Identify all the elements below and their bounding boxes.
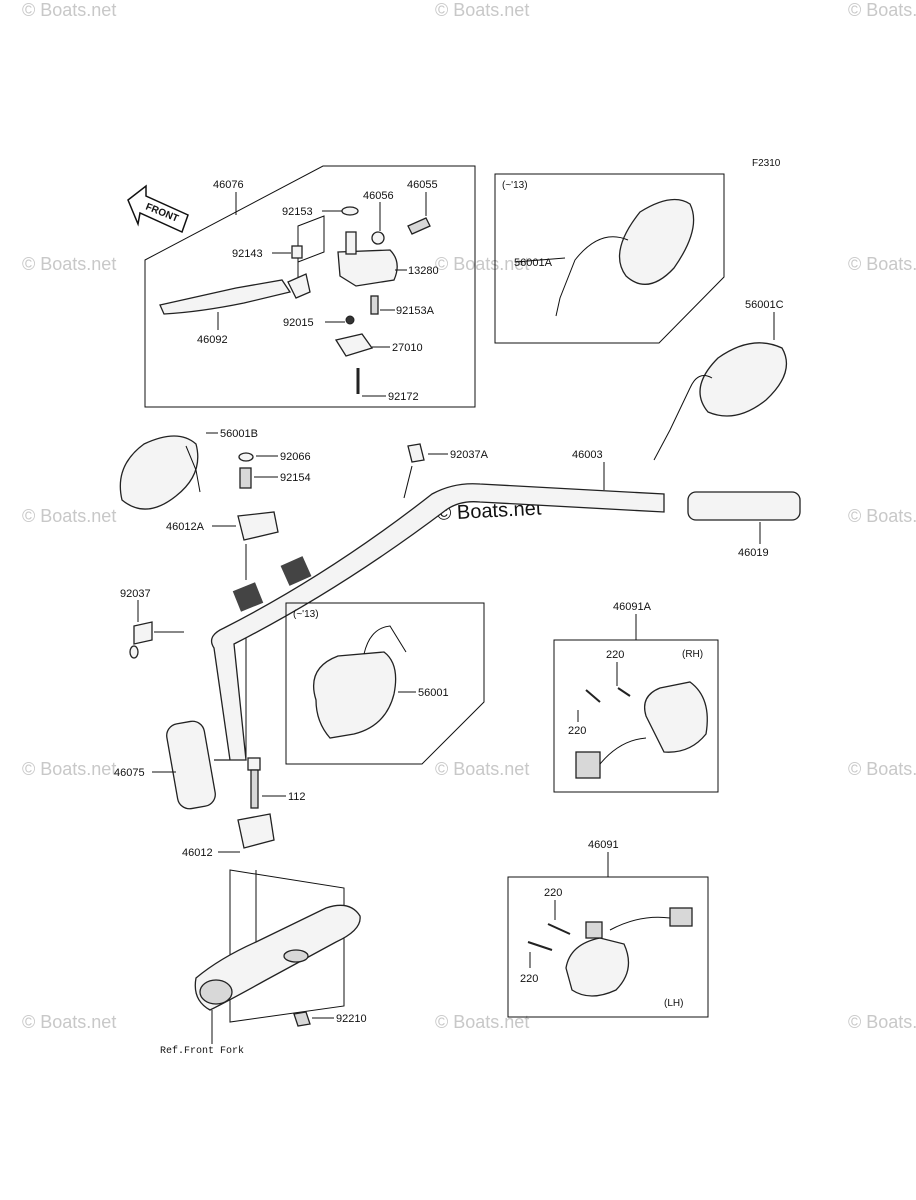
- part-label-92154: 92154: [280, 472, 311, 484]
- clutch-lever-shape: [159, 279, 292, 315]
- part-label-56001B: 56001B: [220, 428, 258, 440]
- watermark: © Boats.net: [435, 1012, 529, 1032]
- part-label-46055: 46055: [407, 179, 438, 191]
- part-label-46056: 46056: [363, 190, 394, 202]
- part-label-46091A: 46091A: [613, 601, 652, 613]
- part-label-27010: 27010: [392, 342, 423, 354]
- watermark: © Boats.net: [848, 1012, 916, 1032]
- clamp-46012-shape: [237, 813, 275, 849]
- watermark: © Boats.net: [435, 254, 529, 274]
- part-label-112: 112: [288, 791, 306, 803]
- watermark: © Boats.net: [848, 759, 916, 779]
- part-label-56001C: 56001C: [745, 299, 784, 311]
- note-lh: (LH): [664, 998, 683, 1009]
- part-label-56001A: 56001A: [514, 257, 553, 269]
- handlebar-group: 46003: [210, 449, 665, 761]
- part-label-56001: 56001: [418, 687, 449, 699]
- lever-holder-shape: [337, 249, 398, 287]
- part-label-92153A: 92153A: [396, 305, 435, 317]
- part-label-92143: 92143: [232, 248, 263, 260]
- ref-front-fork-label: Ref.Front Fork: [160, 1045, 244, 1057]
- mirror-56001B-group: 56001B: [119, 428, 258, 510]
- part-label-220: 220: [520, 973, 538, 985]
- part-label-92210: 92210: [336, 1013, 367, 1025]
- part-label-92153: 92153: [282, 206, 313, 218]
- figure-code: F2310: [752, 158, 781, 169]
- watermark: © Boats.net: [435, 759, 529, 779]
- part-label-220: 220: [544, 887, 562, 899]
- watermark: © Boats.net: [22, 1012, 116, 1032]
- watermark: © Boats.net: [22, 506, 116, 526]
- watermark: © Boats.net: [435, 0, 529, 20]
- note-upto13: (~'13): [293, 609, 319, 620]
- watermark: © Boats.net: [22, 254, 116, 274]
- switch-lh-group: 46091 (LH) 220 220: [507, 839, 709, 1018]
- watermark: © Boats.net: [22, 759, 116, 779]
- triple-clamp-group: Ref.Front Fork: [160, 869, 361, 1057]
- part-label-92015: 92015: [283, 317, 314, 329]
- watermark: © Boats.net: [848, 0, 916, 20]
- clamp-46012A-shape: [237, 511, 279, 541]
- note-rh: (RH): [682, 649, 703, 660]
- part-label-46012: 46012: [182, 847, 213, 859]
- part-label-220: 220: [568, 725, 586, 737]
- triple-clamp-shape: [194, 904, 361, 1011]
- part-label-46003: 46003: [572, 449, 603, 461]
- part-label-46076: 46076: [213, 179, 244, 191]
- handlebar-shape: [210, 483, 665, 761]
- part-label-92037A: 92037A: [450, 449, 489, 461]
- front-arrow-icon: FRONT: [127, 184, 189, 234]
- mirror-56001C-group: 56001C: [653, 299, 788, 461]
- part-label-92037: 92037: [120, 588, 151, 600]
- part-label-46075: 46075: [114, 767, 145, 779]
- mirror-box-upto13-b: (~'13) 56001: [285, 602, 485, 765]
- part-label-46019: 46019: [738, 547, 769, 559]
- holder-pin-shape: [345, 231, 357, 255]
- note-upto13: (~'13): [502, 180, 528, 191]
- watermark: © Boats.net: [22, 0, 116, 20]
- lever-assembly-group: 46076 46092 13280 92153 92143 46056 4605…: [144, 165, 476, 408]
- switch-rh-group: 46091A (RH) 220 220: [553, 601, 719, 793]
- watermark: © Boats.net: [848, 254, 916, 274]
- part-label-92066: 92066: [280, 451, 311, 463]
- part-label-220: 220: [606, 649, 624, 661]
- part-label-46092: 46092: [197, 334, 228, 346]
- grip-46075-shape: [166, 720, 216, 810]
- grip-46019-shape: [687, 491, 801, 521]
- part-label-92172: 92172: [388, 391, 419, 403]
- watermark: © Boats.net: [848, 506, 916, 526]
- mirror-56001-shape: [312, 651, 397, 739]
- part-label-13280: 13280: [408, 265, 439, 277]
- mirror-56001A-shape: [618, 198, 695, 285]
- part-label-46091: 46091: [588, 839, 619, 851]
- mirror-box-upto13-a: (~'13) 56001A: [494, 173, 725, 344]
- lever-assembly-box: [144, 165, 476, 408]
- part-label-46012A: 46012A: [166, 521, 205, 533]
